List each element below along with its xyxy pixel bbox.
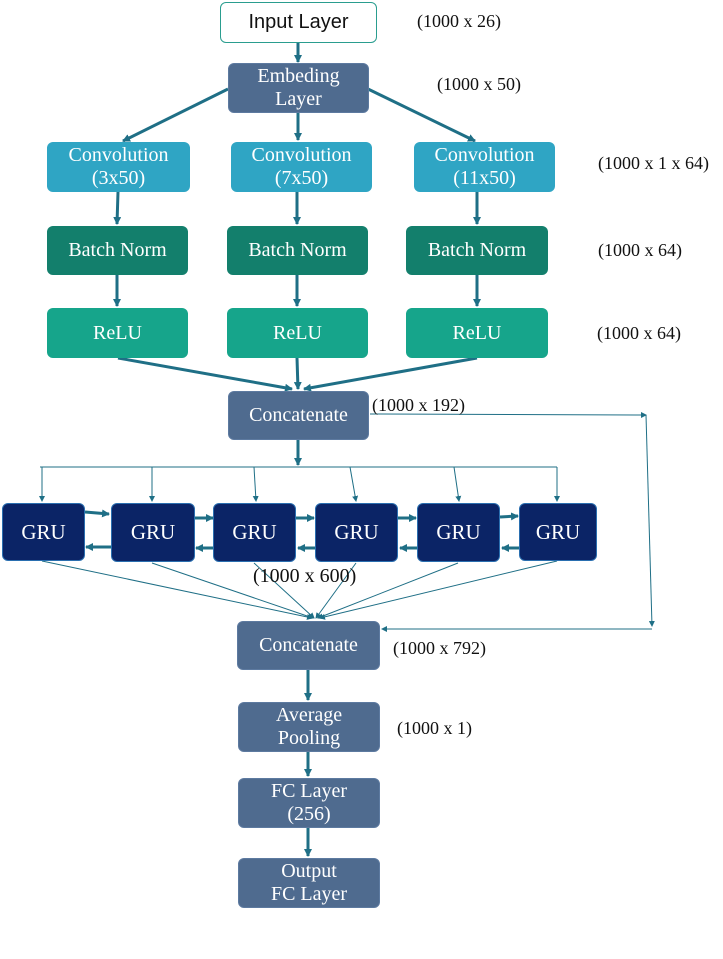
input-layer-node: Input Layer (220, 2, 377, 43)
arrow-embedding-to-conv-3 (367, 87, 476, 143)
arrow-conv-1-to-bn-1 (113, 191, 122, 225)
gru-node-5: GRU (417, 503, 500, 562)
arrow-relu-3-to-concat (303, 356, 478, 392)
conv-3x50-node: Convolution (3x50) (47, 142, 190, 192)
arrow-relu-1-to-concat (117, 356, 293, 392)
relu-node-3: ReLU (406, 308, 548, 358)
fc-layer-node: FC Layer (256) (238, 778, 380, 828)
concatenate-node-2: Concatenate (237, 621, 380, 670)
relu-node-2: ReLU (227, 308, 368, 358)
arrow-bus-to-gru-3 (252, 466, 259, 502)
arrow-gru-fwd-1 (84, 509, 110, 518)
dim-label-batch-norm: (1000 x 64) (598, 240, 682, 260)
dim-label-conv: (1000 x 1 x 64) (598, 153, 709, 173)
skip-right-down (645, 414, 655, 627)
gru-node-2: GRU (111, 503, 195, 562)
batch-norm-node-1: Batch Norm (47, 226, 188, 275)
gru-node-3: GRU (213, 503, 296, 562)
batch-norm-node-2: Batch Norm (227, 226, 368, 275)
gru-4-to-concat2 (315, 562, 357, 619)
gru-1-to-concat2 (41, 560, 313, 620)
concatenate-node-1: Concatenate (228, 391, 369, 440)
arrow-gru-fwd-5 (499, 512, 519, 521)
conv-11x50-node: Convolution (11x50) (414, 142, 555, 192)
dim-label-concat1: (1000 x 192) (372, 395, 465, 415)
gru-2-to-concat2 (151, 562, 314, 620)
embedding-layer-node: Embeding Layer (228, 63, 369, 113)
conv-7x50-node: Convolution (7x50) (231, 142, 372, 192)
gru-3-to-concat2 (253, 562, 315, 619)
gru-node-4: GRU (315, 503, 398, 562)
skip-concat1-to-right (369, 411, 647, 418)
output-fc-layer-node: Output FC Layer (238, 858, 380, 908)
batch-norm-node-3: Batch Norm (406, 226, 548, 275)
gru-5-to-concat2 (317, 562, 459, 619)
gru-node-1: GRU (2, 503, 85, 561)
dim-label-embedding: (1000 x 50) (437, 74, 521, 94)
average-pooling-node: Average Pooling (238, 702, 380, 752)
dim-label-concat2: (1000 x 792) (393, 638, 486, 658)
gru-node-6: GRU (519, 503, 597, 561)
dim-label-avg-pool: (1000 x 1) (397, 718, 472, 738)
gru-6-to-concat2 (319, 560, 558, 620)
arrow-bus-to-gru-4 (349, 466, 359, 502)
dim-label-gru: (1000 x 600) (253, 565, 357, 587)
arrow-bus-to-gru-5 (453, 466, 462, 502)
dim-label-input: (1000 x 26) (417, 11, 501, 31)
arrow-embedding-to-conv-1 (122, 87, 229, 143)
arrow-relu-2-to-concat (293, 357, 302, 390)
dim-label-relu: (1000 x 64) (597, 323, 681, 343)
relu-node-1: ReLU (47, 308, 188, 358)
